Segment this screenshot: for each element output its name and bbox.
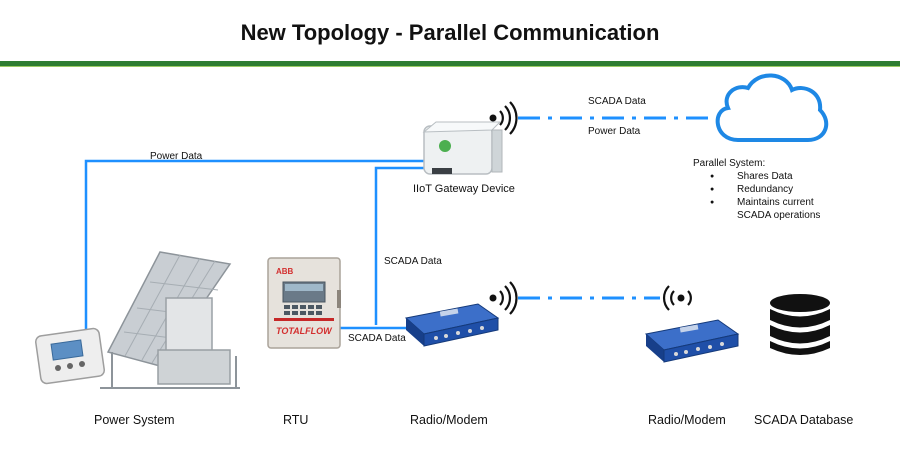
parallel-system-heading: Parallel System: [693, 158, 766, 169]
list-item: Redundancy [693, 183, 820, 196]
scada-database-caption: SCADA Database [754, 413, 854, 427]
wireless-signal-icon [489, 281, 518, 315]
iiot-gateway-icon [422, 121, 503, 175]
radio-modem-2-caption: Radio/Modem [648, 413, 726, 427]
charge-controller-icon [34, 327, 106, 385]
parallel-system-list: Shares Data Redundancy Maintains current [693, 170, 820, 209]
radio-modem-1-icon [404, 303, 500, 347]
scada-data-cloud-label: SCADA Data [588, 96, 646, 107]
list-item: Shares Data [693, 170, 820, 183]
list-item: Maintains current [693, 196, 820, 209]
scada-data-vertical-label: SCADA Data [384, 256, 442, 267]
power-system-caption: Power System [94, 413, 175, 427]
iiot-gateway-label: IIoT Gateway Device [413, 183, 515, 195]
rtu-brand-abb: ABB [276, 267, 294, 276]
rtu-caption: RTU [283, 413, 309, 427]
power-data-label: Power Data [150, 151, 203, 162]
rtu-brand-totalflow: TOTALFLOW [276, 326, 333, 336]
wireless-signal-icon [489, 101, 518, 135]
scada-data-vertical-connection [374, 166, 432, 325]
radio-modem-1-caption: Radio/Modem [410, 413, 488, 427]
power-data-cloud-label: Power Data [588, 126, 641, 137]
power-data-connection [84, 159, 425, 340]
rtu-cabinet-icon [267, 257, 341, 349]
scada-data-rtu-label: SCADA Data [348, 333, 406, 344]
parallel-system-notes: Parallel System: Shares Data Redundancy … [693, 157, 820, 222]
wireless-signal-icon [662, 285, 692, 311]
solar-panel-icon [100, 251, 240, 389]
cloud-icon [715, 73, 829, 142]
title-divider-light [0, 66, 900, 67]
list-item-continuation: SCADA operations [737, 210, 821, 221]
database-icon [770, 294, 830, 355]
page-title: New Topology - Parallel Communication [240, 20, 660, 45]
radio-modem-2-icon [644, 319, 740, 363]
title-divider [0, 61, 900, 66]
